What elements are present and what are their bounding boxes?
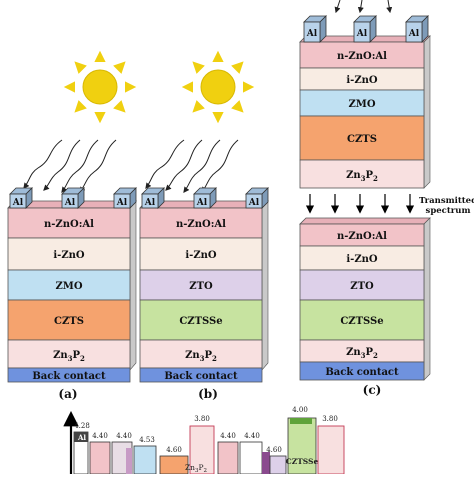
layer-i-zno: i-ZnO: [346, 75, 378, 86]
layer-i-zno: i-ZnO: [346, 254, 378, 265]
layer-zn3p2: Zn3P2: [53, 350, 85, 363]
layer-n-zno-al: n-ZnO:Al: [337, 231, 387, 242]
al-contact: Al: [245, 187, 269, 209]
layer-n-zno-al: n-ZnO:Al: [44, 219, 94, 230]
band-value-8: 4.60: [266, 446, 282, 454]
layer-zn3p2: Zn3P2: [185, 350, 217, 363]
layer-zmo: ZMO: [348, 99, 375, 110]
al-contact: Al: [9, 187, 33, 209]
band-value-6: 4.40: [220, 432, 236, 440]
band-label-al: Al: [77, 433, 86, 442]
layer-zto: ZTO: [350, 281, 374, 292]
al-label: Al: [306, 29, 318, 39]
band-value-7: 4.40: [244, 432, 260, 440]
al-label: Al: [12, 198, 24, 208]
light-rays-b: [145, 139, 239, 193]
stack-c-bottom: n-ZnO:Al i-ZnO ZTO CZTSSe Zn3P2 Back con…: [299, 217, 431, 381]
wavy-arrow-icon: [183, 139, 221, 193]
al-contact: Al: [193, 187, 217, 209]
layer-back-contact: Back contact: [32, 371, 106, 382]
wavy-arrow-icon: [23, 139, 63, 189]
layer-zn3p2: Zn3P2: [346, 170, 378, 183]
sun-icon: [181, 50, 255, 124]
layer-back-contact: Back contact: [164, 371, 238, 382]
al-contact: Al: [353, 15, 377, 43]
sun-icon: [63, 50, 137, 124]
band-value-3: 4.53: [139, 436, 155, 444]
layer-cztsse: CZTSSe: [340, 316, 383, 327]
band-value-al: 4.28: [74, 422, 90, 430]
light-rays-c: [334, 0, 393, 14]
al-label: Al: [64, 198, 76, 208]
wavy-arrow-icon: [79, 139, 117, 193]
transmitted-label-1: Transmitted: [419, 196, 474, 206]
panel-label-b: (b): [198, 387, 218, 401]
al-contact: Al: [113, 187, 137, 209]
layer-i-zno: i-ZnO: [185, 250, 217, 261]
stack-c-top: Al Al Al n-ZnO:Al i-ZnO ZMO CZTS Zn3P2: [299, 15, 431, 189]
panel-label-a: (a): [58, 387, 77, 401]
wavy-arrow-icon: [334, 0, 341, 14]
band-value-10: 3.80: [322, 415, 338, 423]
al-contact: Al: [405, 15, 429, 43]
al-contact: Al: [61, 187, 85, 209]
band-label-zn3p2: Zn3P2: [185, 463, 207, 474]
transmitted-label-2: spectrum: [426, 206, 471, 216]
al-contact: Al: [303, 15, 327, 43]
transmitted-arrows: [305, 194, 415, 214]
light-rays-a: [23, 139, 117, 193]
al-label: Al: [408, 29, 420, 39]
layer-czts: CZTS: [347, 134, 377, 145]
wavy-arrow-icon: [43, 139, 81, 191]
wavy-arrow-icon: [386, 0, 393, 14]
stack-a: Al Al Al n-ZnO:Al i-ZnO ZMO CZTS Zn3P2 B…: [7, 187, 137, 383]
wavy-arrow-icon: [165, 139, 203, 191]
al-label: Al: [248, 198, 260, 208]
band-value-4: 4.60: [166, 446, 182, 454]
al-label: Al: [196, 198, 208, 208]
band-value-5: 3.80: [194, 415, 210, 423]
band-value-1: 4.40: [92, 432, 108, 440]
al-label: Al: [116, 198, 128, 208]
layer-zto: ZTO: [189, 281, 213, 292]
al-label: Al: [144, 198, 156, 208]
band-diagram: Al 4.28 4.40 4.40 4.53 4.60 3.80 Zn3P2 4…: [63, 406, 345, 475]
wavy-arrow-icon: [61, 139, 99, 193]
al-label: Al: [356, 29, 368, 39]
layer-zn3p2: Zn3P2: [346, 347, 378, 360]
wavy-arrow-icon: [357, 0, 364, 14]
wavy-arrow-icon: [201, 139, 239, 193]
layer-n-zno-al: n-ZnO:Al: [176, 219, 226, 230]
layer-cztsse: CZTSSe: [179, 316, 222, 327]
band-value-9: 4.00: [292, 406, 308, 414]
layer-n-zno-al: n-ZnO:Al: [337, 51, 387, 62]
layer-back-contact: Back contact: [325, 367, 399, 378]
layer-i-zno: i-ZnO: [53, 250, 85, 261]
band-label-cztsse: CZTSSe: [286, 457, 319, 466]
wavy-arrow-icon: [145, 139, 185, 189]
stack-b: Al Al Al n-ZnO:Al i-ZnO ZTO CZTSSe Zn3P2…: [139, 187, 269, 383]
panel-label-c: (c): [363, 383, 382, 397]
layer-zmo: ZMO: [55, 281, 82, 292]
layer-czts: CZTS: [54, 316, 84, 327]
band-value-2: 4.40: [116, 432, 132, 440]
al-contact: Al: [141, 187, 165, 209]
